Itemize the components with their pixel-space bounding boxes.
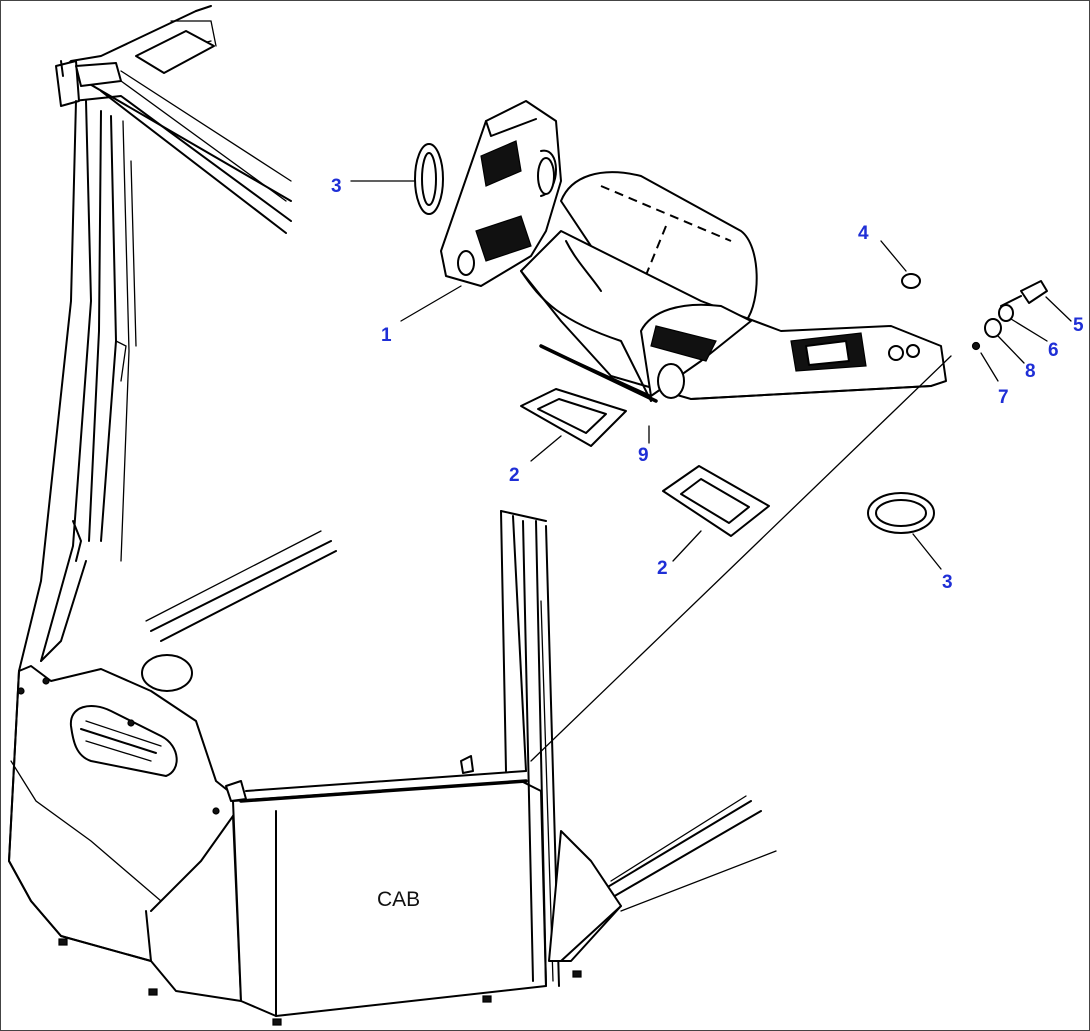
callout-6: 6 — [1048, 340, 1059, 361]
leader-lines — [350, 180, 1072, 570]
pin — [971, 341, 981, 351]
callouts: 3 1 2 2 9 4 5 6 8 7 3 — [331, 176, 1084, 593]
cab-frame — [8, 5, 777, 1026]
washer — [998, 304, 1014, 322]
callout-2-upper: 2 — [509, 465, 520, 486]
bolt — [1020, 280, 1048, 304]
callout-7: 7 — [998, 387, 1009, 408]
nut — [984, 318, 1002, 338]
cab-label: CAB — [377, 888, 420, 911]
cap — [901, 273, 921, 289]
loose-parts — [414, 143, 1048, 762]
callout-3-lower: 3 — [942, 572, 953, 593]
callout-9: 9 — [638, 445, 649, 466]
callout-5: 5 — [1073, 315, 1084, 336]
callout-2-lower: 2 — [657, 558, 668, 579]
callout-1: 1 — [381, 325, 392, 346]
callout-4: 4 — [858, 223, 869, 244]
duct-assembly — [440, 100, 947, 402]
strip — [539, 344, 658, 403]
callout-3-upper: 3 — [331, 176, 342, 197]
callout-8: 8 — [1025, 361, 1036, 382]
